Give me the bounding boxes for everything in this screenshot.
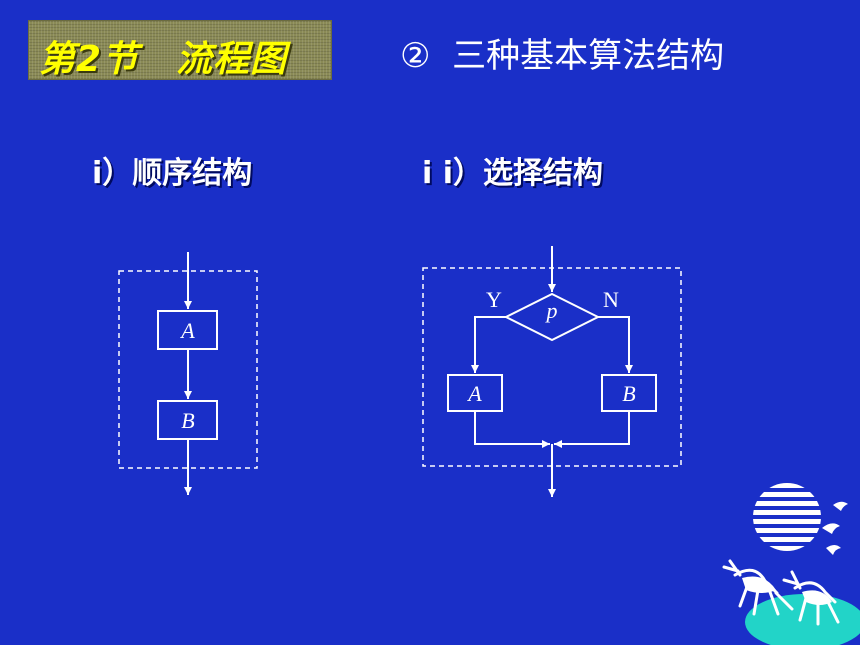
selection-box-a-label: A: [466, 381, 482, 406]
selection-structure: [422, 246, 682, 497]
selection-condition-label: p: [545, 298, 558, 323]
selection-decision-diamond: [503, 292, 601, 342]
deer-moon-logo-icon: [722, 483, 860, 645]
selection-box-b-label: B: [622, 381, 635, 406]
sequence-structure: [118, 252, 258, 495]
sequence-dashed-frame: [118, 270, 258, 469]
selection-yes-label: Y: [486, 287, 502, 312]
selection-no-branch-line: [598, 316, 633, 373]
page-title: 第2节 流程图: [39, 39, 288, 80]
selection-merge-right-line: [554, 411, 630, 448]
title-banner: 第2节 流程图: [28, 20, 332, 80]
selection-structure-label: i i）选择结构: [422, 156, 604, 191]
sequence-box-a-label: A: [179, 318, 195, 343]
selection-yes-branch-line: [471, 316, 506, 373]
page-subtitle: ② 三种基本算法结构: [400, 36, 725, 76]
sequence-box-b-label: B: [181, 408, 194, 433]
selection-merge-left-line: [474, 411, 550, 448]
selection-no-label: N: [603, 287, 619, 312]
sequence-structure-label: i）顺序结构: [92, 156, 253, 191]
